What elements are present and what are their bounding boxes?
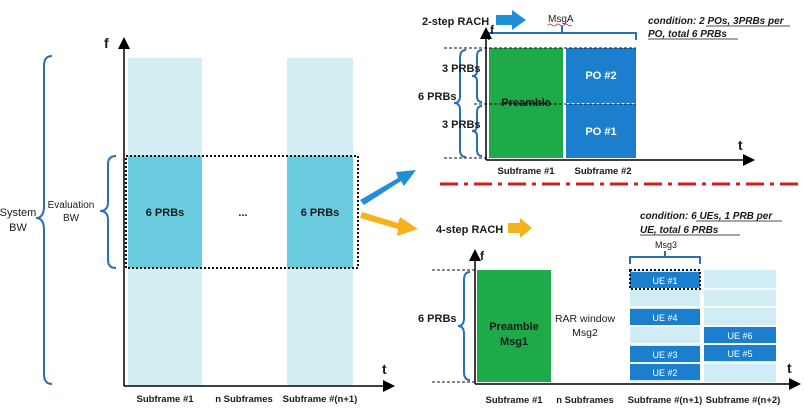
four-step-condition-2: UE, total 6 PRBs bbox=[640, 225, 719, 236]
ue3-label: UE #3 bbox=[652, 350, 677, 360]
two-step-condition-1: condition: 2 POs, 3PRBs per bbox=[648, 16, 785, 27]
four-step-panel: 4-step RACH condition: 6 UEs, 1 PRB per … bbox=[418, 211, 801, 406]
two-step-total-brace bbox=[453, 49, 467, 158]
block-label-2: 6 PRBs bbox=[301, 207, 340, 219]
ue1-dotted-box bbox=[629, 269, 701, 290]
msga-brace bbox=[488, 32, 637, 40]
left-axis-f-label: f bbox=[104, 35, 109, 51]
ue6-block bbox=[704, 327, 776, 343]
system-bw-label-2: BW bbox=[9, 222, 27, 234]
four-step-x-label-2: n Subframes bbox=[556, 395, 614, 406]
four-step-x-label-4: Subframe #(n+2) bbox=[706, 395, 781, 406]
two-step-title: 2-step RACH bbox=[422, 16, 489, 28]
left-axis-t-label: t bbox=[382, 361, 387, 377]
po2-label: PO #2 bbox=[585, 70, 616, 82]
two-step-upper-brace bbox=[471, 49, 483, 103]
four-step-condition-1: condition: 6 UEs, 1 PRB per bbox=[640, 211, 773, 222]
msg3-label: Msg3 bbox=[655, 240, 677, 250]
po1-block bbox=[566, 104, 636, 158]
msg3-brace bbox=[629, 256, 701, 264]
two-step-panel: 2-step RACH MsgA condition: 2 POs, 3PRBs… bbox=[418, 10, 790, 177]
four-step-x-label-3: Subframe #(n+1) bbox=[628, 395, 703, 406]
ue1-label: UE #1 bbox=[652, 276, 677, 286]
left-x-label-2: n Subframes bbox=[215, 394, 273, 405]
msga-underline bbox=[547, 23, 573, 27]
ue5-block bbox=[704, 345, 776, 361]
system-bw-brace bbox=[35, 55, 53, 385]
subframe-1-block bbox=[128, 156, 202, 268]
msg2-label: Msg2 bbox=[572, 327, 598, 339]
ue2-block bbox=[630, 364, 700, 380]
evaluation-bw-label-2: BW bbox=[63, 213, 80, 224]
po2-block bbox=[566, 48, 636, 103]
ue1-block bbox=[630, 272, 700, 288]
arrow-to-four-step bbox=[360, 212, 418, 236]
block-label-1: 6 PRBs bbox=[146, 207, 185, 219]
four-step-x-label-1: Subframe #1 bbox=[485, 395, 543, 406]
msg1-label: Msg1 bbox=[500, 336, 528, 348]
ue2-label: UE #2 bbox=[652, 368, 677, 378]
evaluation-bw-label-1: Evaluation bbox=[48, 200, 95, 211]
two-step-axis-t: t bbox=[738, 137, 743, 153]
two-step-prb-upper: 3 PRBs bbox=[442, 63, 481, 75]
ue5-label: UE #5 bbox=[727, 349, 752, 359]
ue4-block bbox=[630, 309, 700, 325]
block-ellipsis: ... bbox=[238, 207, 247, 219]
four-step-title-arrow bbox=[508, 218, 532, 238]
ue4-label: UE #4 bbox=[652, 313, 677, 323]
left-x-label-3: Subframe #(n+1) bbox=[283, 394, 358, 405]
four-step-total-brace bbox=[457, 271, 471, 381]
four-step-title: 4-step RACH bbox=[436, 224, 503, 236]
system-bw-label-1: System bbox=[0, 207, 36, 219]
evaluation-box bbox=[125, 155, 359, 269]
msga-label: MsgA bbox=[548, 14, 574, 25]
four-step-axis-f: f bbox=[480, 249, 485, 263]
two-step-prb-lower: 3 PRBs bbox=[442, 119, 481, 131]
ue3-block bbox=[630, 346, 700, 362]
two-step-x-label-1: Subframe #1 bbox=[497, 166, 555, 177]
msg1-preamble-label: Preamble bbox=[489, 321, 539, 333]
four-step-axis-t: t bbox=[787, 360, 792, 376]
msg1-preamble-block bbox=[477, 270, 551, 382]
subframe-n1-block bbox=[287, 156, 353, 268]
left-x-label-1: Subframe #1 bbox=[136, 394, 194, 405]
two-step-prb-total: 6 PRBs bbox=[418, 91, 457, 103]
arrow-to-two-step bbox=[360, 170, 416, 205]
two-step-lower-brace bbox=[471, 105, 483, 157]
two-step-condition-2: PO, total 6 PRBs bbox=[648, 29, 727, 40]
evaluation-bw-brace bbox=[99, 155, 117, 269]
two-step-axis-f: f bbox=[490, 23, 495, 37]
po1-label: PO #1 bbox=[585, 126, 616, 138]
rar-window-label: RAR window bbox=[555, 313, 616, 325]
two-step-x-label-2: Subframe #2 bbox=[574, 166, 631, 177]
two-step-title-arrow bbox=[496, 10, 526, 30]
ue6-label: UE #6 bbox=[727, 331, 752, 341]
four-step-prb-total: 6 PRBs bbox=[418, 313, 457, 325]
left-panel: System BW Evaluation BW 6 PRBs ... 6 PRB… bbox=[0, 35, 395, 405]
